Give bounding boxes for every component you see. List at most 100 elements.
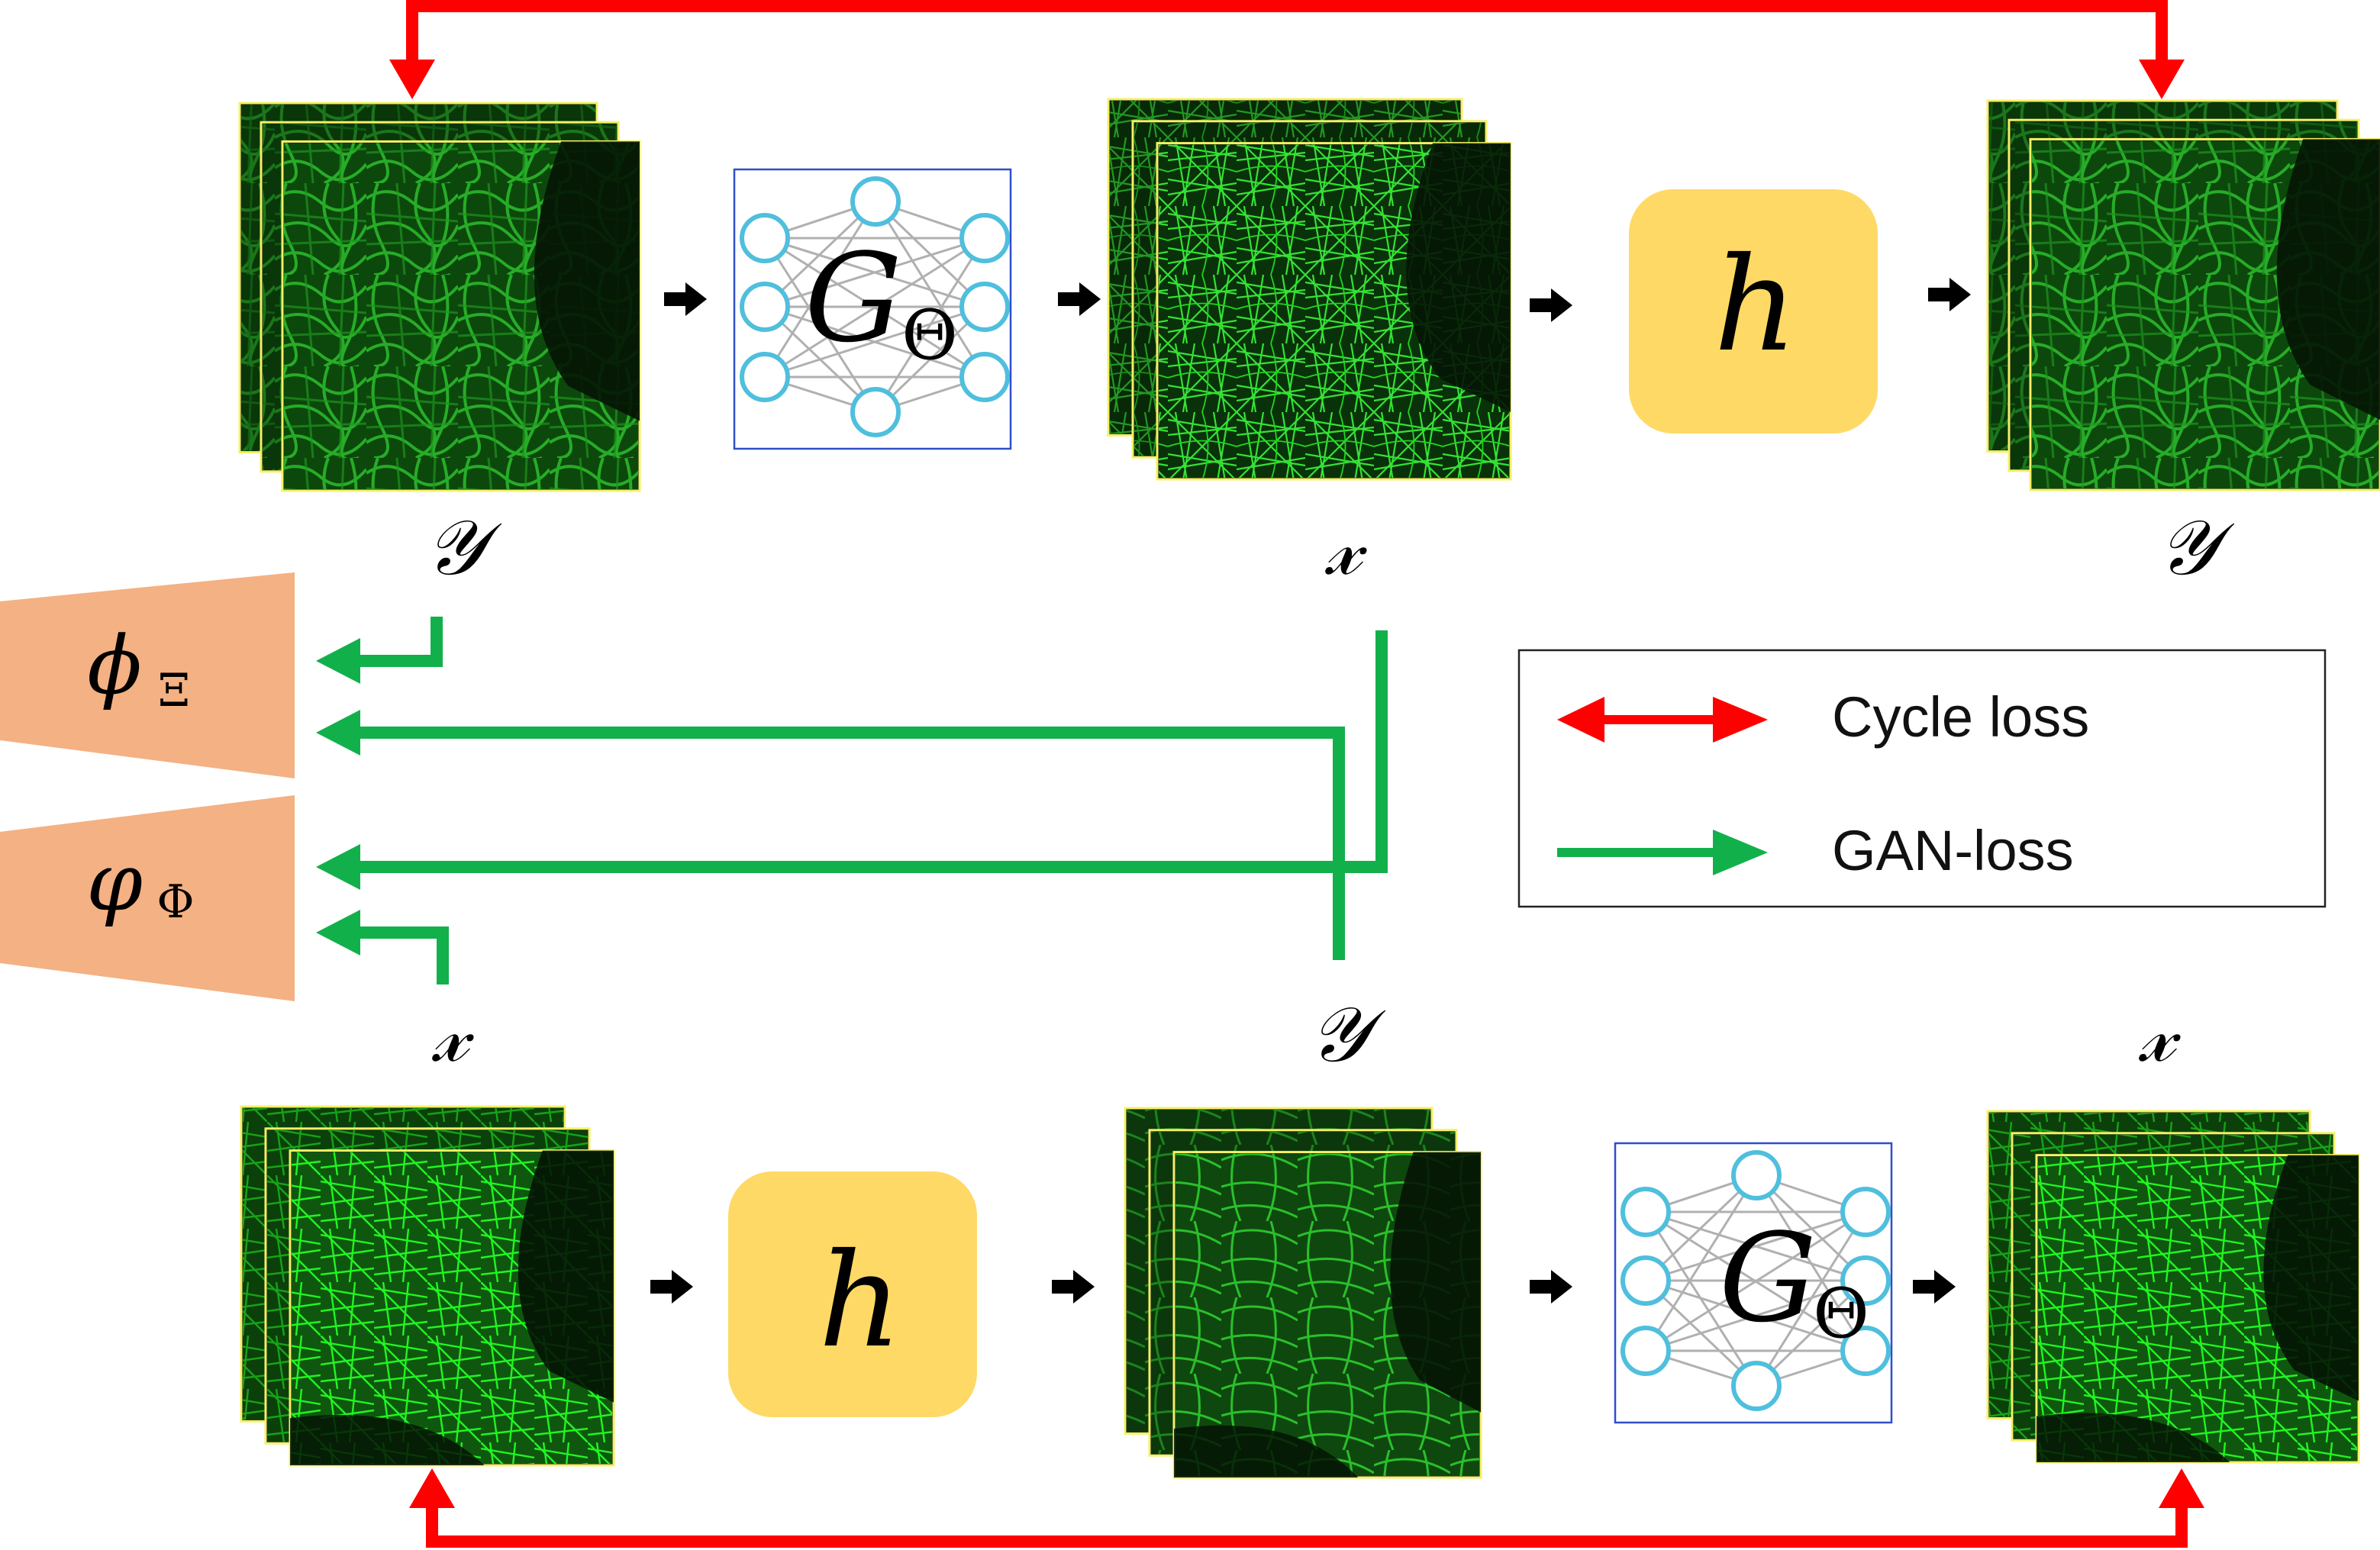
discriminator-phi-shape bbox=[0, 795, 295, 1001]
bottom-input-image-stack-front bbox=[289, 1149, 615, 1467]
bottom-generator-network bbox=[1614, 1142, 1893, 1424]
bottom-output-image-stack bbox=[1986, 1110, 2360, 1464]
forward-model-boxes bbox=[728, 189, 1878, 1417]
bottom-middle-image-stack bbox=[1124, 1107, 1482, 1479]
flow-arrows bbox=[650, 278, 1971, 1303]
gan-loss-legend-icon bbox=[1557, 830, 1768, 875]
top-input-image-stack-background-region bbox=[534, 141, 640, 421]
bottom-generator-g: G bbox=[1719, 1207, 1817, 1349]
bottom-generator-network-node-1 bbox=[1621, 1187, 1671, 1237]
bottom-forward-model-box bbox=[728, 1171, 977, 1417]
bottom-flow-arrow-3 bbox=[1530, 1270, 1572, 1303]
gan-head-xbottom-to-phi bbox=[316, 910, 360, 955]
legend-box bbox=[1517, 649, 2327, 908]
bottom-input-image-stack bbox=[240, 1105, 615, 1467]
top-generator-network-node-2 bbox=[740, 282, 790, 332]
cycle-loss-arrows bbox=[389, 0, 2204, 1548]
discriminator-phi-varphi: φ bbox=[86, 836, 143, 929]
legend: Cycle loss GAN-loss bbox=[1517, 649, 2327, 908]
generator-networks bbox=[733, 168, 1893, 1424]
top-generator-network-node-6 bbox=[959, 213, 1010, 263]
bottom-output-label: 𝓍 bbox=[2138, 990, 2181, 1079]
discriminator-phi-subscript: Φ bbox=[156, 875, 194, 929]
top-output-image-stack-background-region bbox=[2276, 139, 2380, 421]
cycle-loss-legend-icon bbox=[1557, 697, 1768, 743]
top-generator-network bbox=[733, 168, 1012, 450]
bottom-generator-network-node-2 bbox=[1621, 1255, 1671, 1306]
top-output-image-stack bbox=[1986, 99, 2380, 491]
bottom-forward-model-symbol: h bbox=[818, 1226, 902, 1377]
discriminator-xi-subscript: Ξ bbox=[158, 664, 190, 717]
top-cycle-line bbox=[406, 0, 2168, 63]
top-forward-model-symbol: h bbox=[1714, 230, 1798, 381]
gan-path-xbottom-to-phi bbox=[351, 926, 449, 984]
bottom-cycle-head-left bbox=[409, 1468, 455, 1508]
bottom-generator-subscript: Θ bbox=[1813, 1274, 1869, 1354]
bottom-flow-arrow-2 bbox=[1052, 1270, 1095, 1303]
top-generator-network-node-5 bbox=[850, 387, 901, 437]
bottom-generator-network-node-4 bbox=[1731, 1150, 1782, 1200]
bottom-output-image-stack-front bbox=[2035, 1154, 2360, 1464]
gan-path-x-to-phi bbox=[351, 630, 1388, 873]
top-input-label: 𝒴 bbox=[425, 503, 502, 592]
discriminator-phi-symbol: φ Φ bbox=[86, 836, 194, 929]
bottom-middle-image-stack-lower-region bbox=[1174, 1425, 1359, 1477]
bottom-generator-network-node-7 bbox=[1840, 1255, 1891, 1306]
top-generator-network-nodes bbox=[740, 176, 1010, 437]
top-middle-image-stack-background-region bbox=[1406, 143, 1511, 412]
top-middle-label: 𝓍 bbox=[1324, 503, 1367, 592]
top-input-image-stack-front bbox=[281, 140, 641, 492]
top-flow-arrow-3 bbox=[1530, 288, 1572, 322]
bottom-generator-symbol: G Θ bbox=[1719, 1207, 1869, 1354]
bottom-generator-network-node-3 bbox=[1621, 1326, 1671, 1376]
cycle-loss-label: Cycle loss bbox=[1832, 685, 2089, 749]
bottom-input-image-stack-background-region bbox=[518, 1150, 614, 1403]
gan-path-y-to-xi bbox=[351, 617, 443, 667]
top-flow-arrow-2 bbox=[1058, 282, 1101, 316]
bottom-generator-network-node-6 bbox=[1840, 1187, 1891, 1237]
top-generator-network-node-7 bbox=[959, 282, 1010, 332]
bottom-cycle-head-right bbox=[2159, 1468, 2204, 1508]
discriminator-xi-shape bbox=[0, 572, 295, 778]
top-middle-image-stack bbox=[1107, 98, 1512, 481]
top-output-label: 𝒴 bbox=[2158, 503, 2235, 592]
top-forward-model-box bbox=[1629, 189, 1878, 433]
top-generator-network-node-8 bbox=[959, 352, 1010, 402]
bottom-flow-arrow-1 bbox=[650, 1270, 693, 1303]
top-output-image-stack-front bbox=[2029, 137, 2380, 491]
gan-loss-arrows bbox=[316, 617, 1388, 984]
gan-loss-label: GAN-loss bbox=[1832, 819, 2074, 882]
gan-head-ybottom-to-xi bbox=[316, 710, 360, 756]
microscopy-images bbox=[238, 98, 2380, 1479]
top-generator-network-node-1 bbox=[740, 213, 790, 263]
top-flow-arrow-1 bbox=[664, 282, 707, 316]
top-cycle-head-left bbox=[389, 60, 435, 99]
gan-head-y-to-xi bbox=[316, 638, 360, 684]
bottom-middle-label: 𝒴 bbox=[1309, 990, 1386, 1079]
discriminator-xi-symbol: ϕ Ξ bbox=[87, 619, 190, 717]
bottom-input-label: 𝓍 bbox=[431, 990, 474, 1079]
bottom-generator-network-node-5 bbox=[1731, 1361, 1782, 1411]
top-cycle-head-right bbox=[2139, 60, 2185, 99]
bottom-middle-image-stack-front bbox=[1172, 1151, 1482, 1479]
gan-head-x-to-phi bbox=[316, 844, 360, 890]
discriminators bbox=[0, 572, 295, 1001]
discriminator-xi-phi: ϕ bbox=[87, 619, 142, 712]
top-generator-g: G bbox=[805, 227, 902, 369]
bottom-output-image-stack-lower-region bbox=[2037, 1413, 2230, 1462]
top-generator-network-node-3 bbox=[740, 352, 790, 402]
bottom-flow-arrow-4 bbox=[1913, 1270, 1956, 1303]
bottom-generator-network-edges bbox=[1644, 1174, 1867, 1387]
bottom-middle-image-stack-background-region bbox=[1390, 1152, 1481, 1413]
bottom-cycle-line bbox=[426, 1505, 2188, 1548]
top-middle-image-stack-front bbox=[1156, 142, 1512, 481]
bottom-input-image-stack-lower-region bbox=[290, 1415, 485, 1465]
bottom-output-image-stack-background-region bbox=[2263, 1155, 2359, 1401]
gan-path-ybottom-to-xi bbox=[351, 727, 1345, 960]
top-flow-arrow-4 bbox=[1928, 278, 1971, 311]
top-generator-symbol: G Θ bbox=[805, 227, 958, 375]
bottom-generator-network-nodes bbox=[1621, 1150, 1891, 1411]
top-generator-subscript: Θ bbox=[901, 295, 958, 375]
top-generator-network-node-4 bbox=[850, 176, 901, 227]
